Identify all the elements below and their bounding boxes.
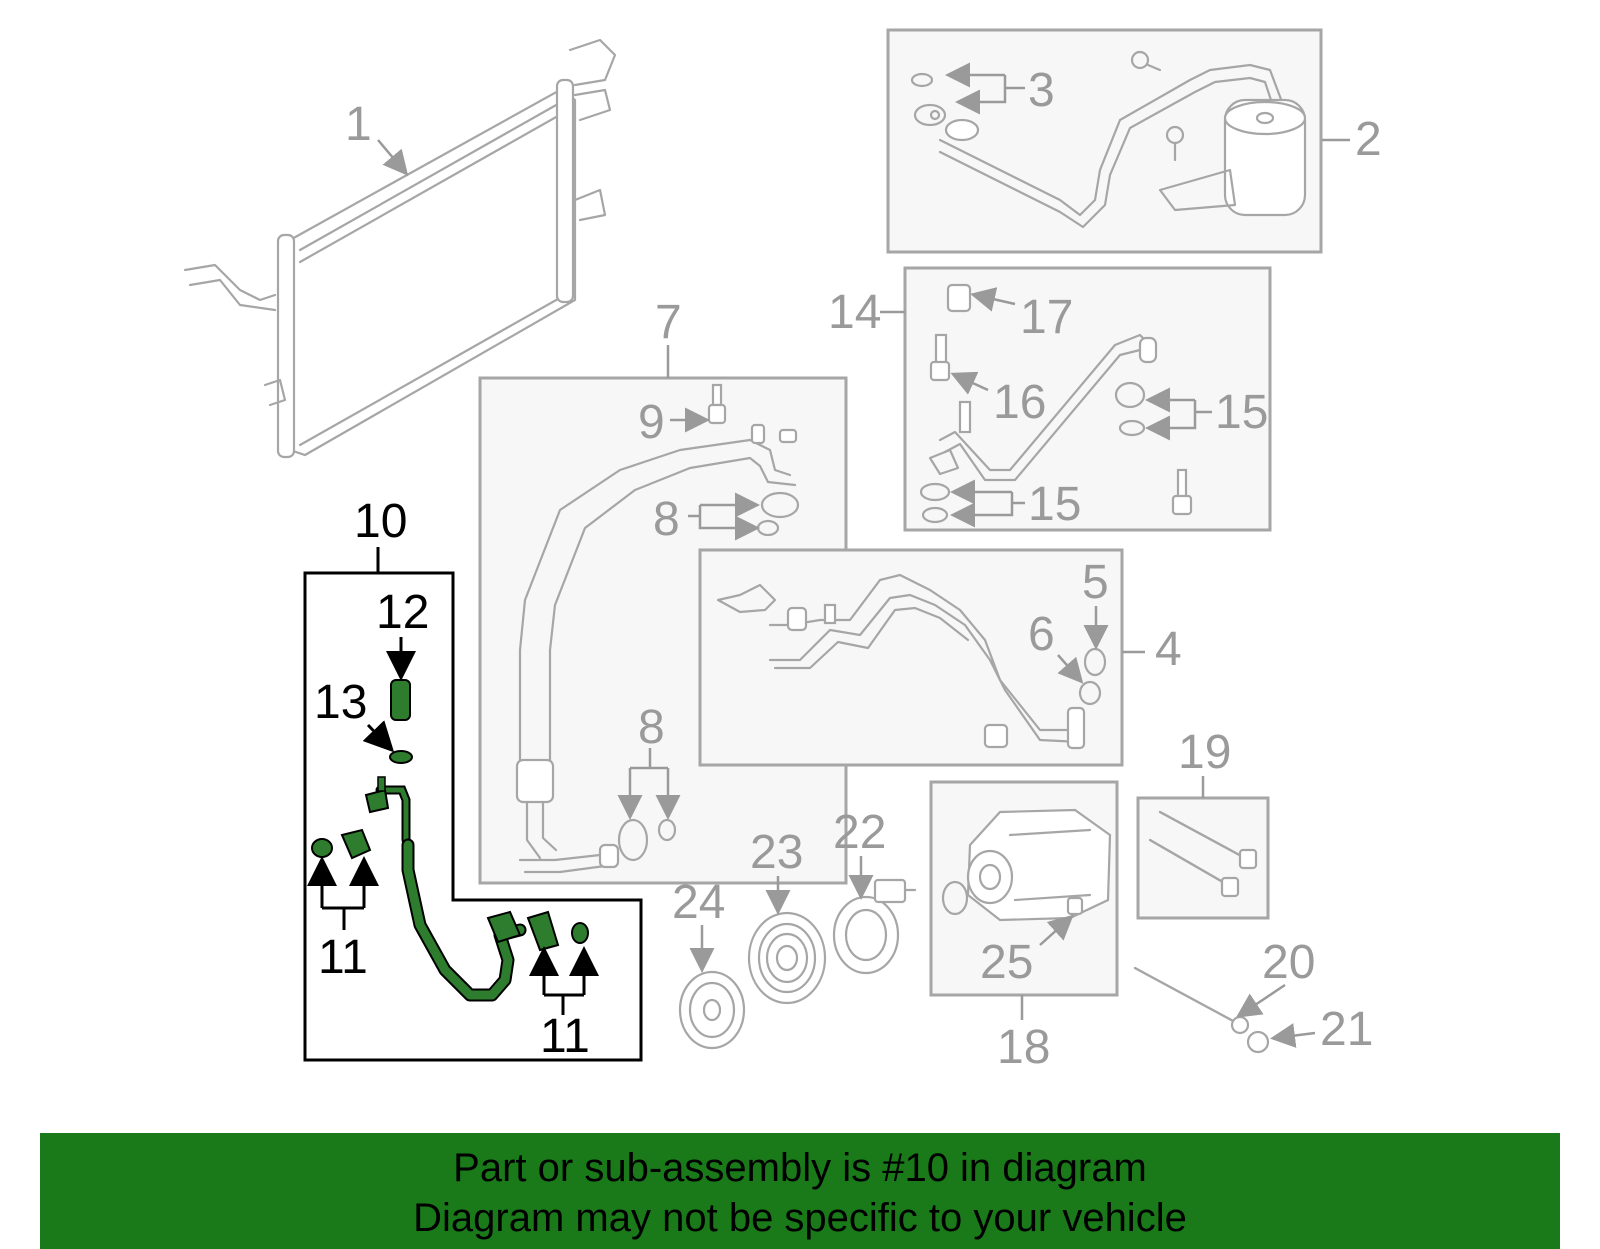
callout-15b-arrow-b	[950, 492, 1014, 528]
callout-8a: 8	[653, 493, 680, 546]
callout-1: 1	[345, 98, 372, 151]
callout-21: 21	[1320, 1003, 1373, 1056]
callout-10: 10	[354, 495, 407, 548]
notice-line-2: Diagram may not be specific to your vehi…	[413, 1196, 1187, 1240]
notice-banner: Part or sub-assembly is #10 in diagram D…	[40, 1133, 1560, 1249]
callout-22: 22	[833, 806, 886, 859]
part-10-group-box	[303, 571, 643, 1062]
callout-12: 12	[376, 586, 429, 639]
callout-6: 6	[1028, 608, 1055, 661]
callout-3-arrow-b	[955, 75, 1007, 115]
callout-2: 2	[1355, 113, 1382, 166]
callout-7: 7	[655, 296, 682, 349]
manifold-hose-part	[716, 573, 1107, 750]
callout-24: 24	[672, 876, 725, 929]
clutch-hub-part	[678, 970, 746, 1050]
discharge-hose-part	[311, 679, 589, 1002]
receiver-drier-part	[910, 50, 1307, 229]
callout-15a: 15	[1215, 386, 1268, 439]
callout-18: 18	[997, 1021, 1050, 1074]
callout-11a: 11	[318, 931, 368, 984]
condenser-part	[183, 38, 617, 459]
callout-20: 20	[1262, 936, 1315, 989]
callout-1-arrow	[377, 139, 409, 176]
callout-4: 4	[1155, 623, 1182, 676]
callout-15b: 15	[1028, 478, 1081, 531]
callout-13: 13	[314, 676, 367, 729]
callout-9: 9	[638, 396, 665, 449]
mounting-bolts-part	[1148, 810, 1258, 898]
callout-20-arrow	[1235, 983, 1286, 1018]
callout-25: 25	[980, 936, 1033, 989]
callout-16: 16	[993, 376, 1046, 429]
liquid-line-part	[919, 283, 1193, 524]
notice-line-1: Part or sub-assembly is #10 in diagram	[453, 1146, 1147, 1190]
callout-21-arrow	[1270, 1023, 1316, 1048]
callout-17: 17	[1020, 291, 1073, 344]
clutch-coil-part	[832, 878, 917, 975]
callout-5: 5	[1082, 556, 1109, 609]
callout-17-arrow	[970, 287, 1016, 312]
callout-8a-arrow-b	[698, 505, 760, 541]
callout-6-arrow	[1057, 654, 1084, 684]
callout-14: 14	[828, 286, 881, 339]
callout-15a-arrow-b	[1145, 400, 1197, 441]
callout-19: 19	[1178, 726, 1231, 779]
callout-23: 23	[750, 826, 803, 879]
callout-8b: 8	[638, 701, 665, 754]
callout-11b: 11	[540, 1010, 590, 1063]
suction-hose-part	[515, 383, 800, 874]
callout-16-arrow	[950, 371, 989, 395]
callout-13-arrow	[362, 720, 395, 753]
callout-3: 3	[1028, 64, 1055, 117]
callout-25-arrow	[1039, 914, 1074, 946]
clutch-pulley-part	[747, 911, 827, 1005]
compressor-part	[941, 808, 1112, 922]
